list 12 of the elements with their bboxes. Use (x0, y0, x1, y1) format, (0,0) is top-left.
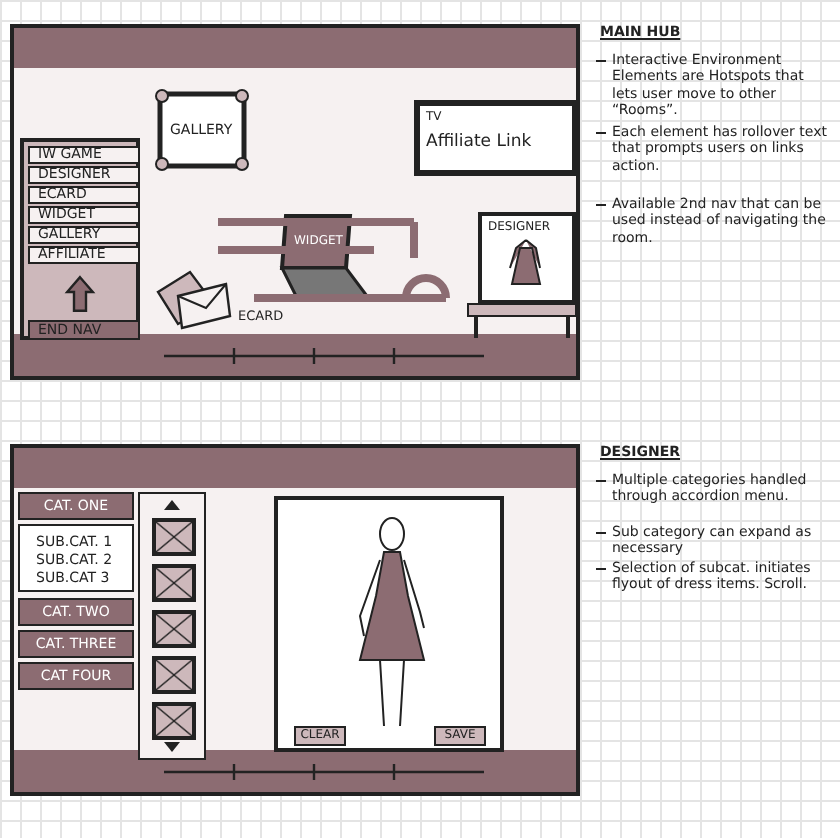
hotspot-label: Affiliate Link (426, 132, 532, 152)
image-placeholder (152, 656, 196, 694)
image-placeholder (152, 564, 196, 602)
image-placeholder (152, 610, 196, 648)
image-placeholder (152, 518, 196, 556)
thumbnail-scroller (138, 492, 206, 760)
wireframe-screen (10, 444, 580, 796)
nav-panel (20, 138, 140, 340)
wireframe-screen (10, 24, 580, 380)
submenu-list (18, 524, 134, 592)
dress-preview-panel (274, 496, 504, 752)
image-placeholder (152, 702, 196, 740)
